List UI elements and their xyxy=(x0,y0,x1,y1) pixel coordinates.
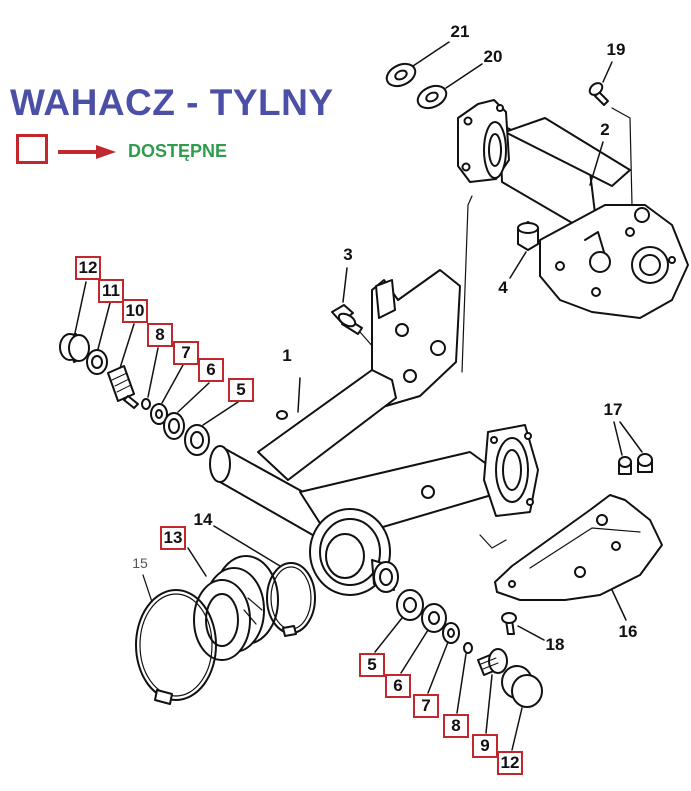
callout-10-left: 10 xyxy=(122,299,148,323)
callout-5-right: 5 xyxy=(359,653,385,677)
callout-9-right: 9 xyxy=(472,734,498,758)
left-ring-8 xyxy=(141,398,151,410)
callout-8-left: 8 xyxy=(147,323,173,347)
right-cap-12 xyxy=(501,665,543,708)
washer-21 xyxy=(385,62,417,88)
pin-17a xyxy=(618,456,632,475)
left-sleeve-10 xyxy=(107,365,139,409)
callout-12-right: 12 xyxy=(497,751,523,775)
bolt-19 xyxy=(588,82,609,106)
callout-1: 1 xyxy=(282,346,292,365)
callout-18: 18 xyxy=(545,635,565,654)
right-washer-7 xyxy=(442,622,460,644)
callout-2: 2 xyxy=(600,120,610,139)
callout-15: 15 xyxy=(132,555,148,571)
page-title: WAHACZ - TYLNY xyxy=(10,82,334,123)
boot-13 xyxy=(193,555,279,661)
callout-7-left: 7 xyxy=(173,341,199,365)
callout-6-left: 6 xyxy=(198,358,224,382)
callout-19: 19 xyxy=(606,40,626,59)
left-bushing-11 xyxy=(86,349,108,375)
clamp-15 xyxy=(135,589,217,705)
callout-14: 14 xyxy=(193,510,213,529)
callout-13: 13 xyxy=(160,526,186,550)
left-seal-6 xyxy=(163,412,185,440)
bracket-16 xyxy=(494,494,663,601)
right-ring-8 xyxy=(463,642,473,654)
callout-20: 20 xyxy=(483,47,503,66)
upper-housing-2 xyxy=(457,99,689,319)
washer-20 xyxy=(416,84,448,110)
callout-8-right: 8 xyxy=(443,714,469,738)
right-seal-6 xyxy=(421,603,447,633)
callout-21: 21 xyxy=(450,22,470,41)
legend-arrow-icon xyxy=(58,145,116,159)
clamp-14 xyxy=(266,562,316,637)
callout-5-left: 5 xyxy=(228,378,254,402)
callout-11-left: 11 xyxy=(98,279,124,303)
right-bearing-5 xyxy=(396,589,424,621)
bolt-3 xyxy=(331,304,363,335)
callout-3: 3 xyxy=(343,245,353,264)
swingarm-body-1 xyxy=(209,269,539,596)
left-bearing-5 xyxy=(184,424,210,456)
callout-17: 17 xyxy=(603,400,623,419)
callout-6-right: 6 xyxy=(385,674,411,698)
callout-16: 16 xyxy=(618,622,638,641)
left-cap-12 xyxy=(59,333,90,363)
bolt-18 xyxy=(501,612,517,635)
callout-7-right: 7 xyxy=(413,694,439,718)
nut-4 xyxy=(517,221,539,251)
callout-4: 4 xyxy=(498,278,508,297)
pin-17b xyxy=(637,453,653,473)
legend-available-label: DOSTĘPNE xyxy=(128,141,228,161)
right-shaft-9 xyxy=(477,648,508,676)
left-washer-7 xyxy=(150,403,168,425)
callout-12-left: 12 xyxy=(75,256,101,280)
legend-available-swatch xyxy=(16,134,48,164)
